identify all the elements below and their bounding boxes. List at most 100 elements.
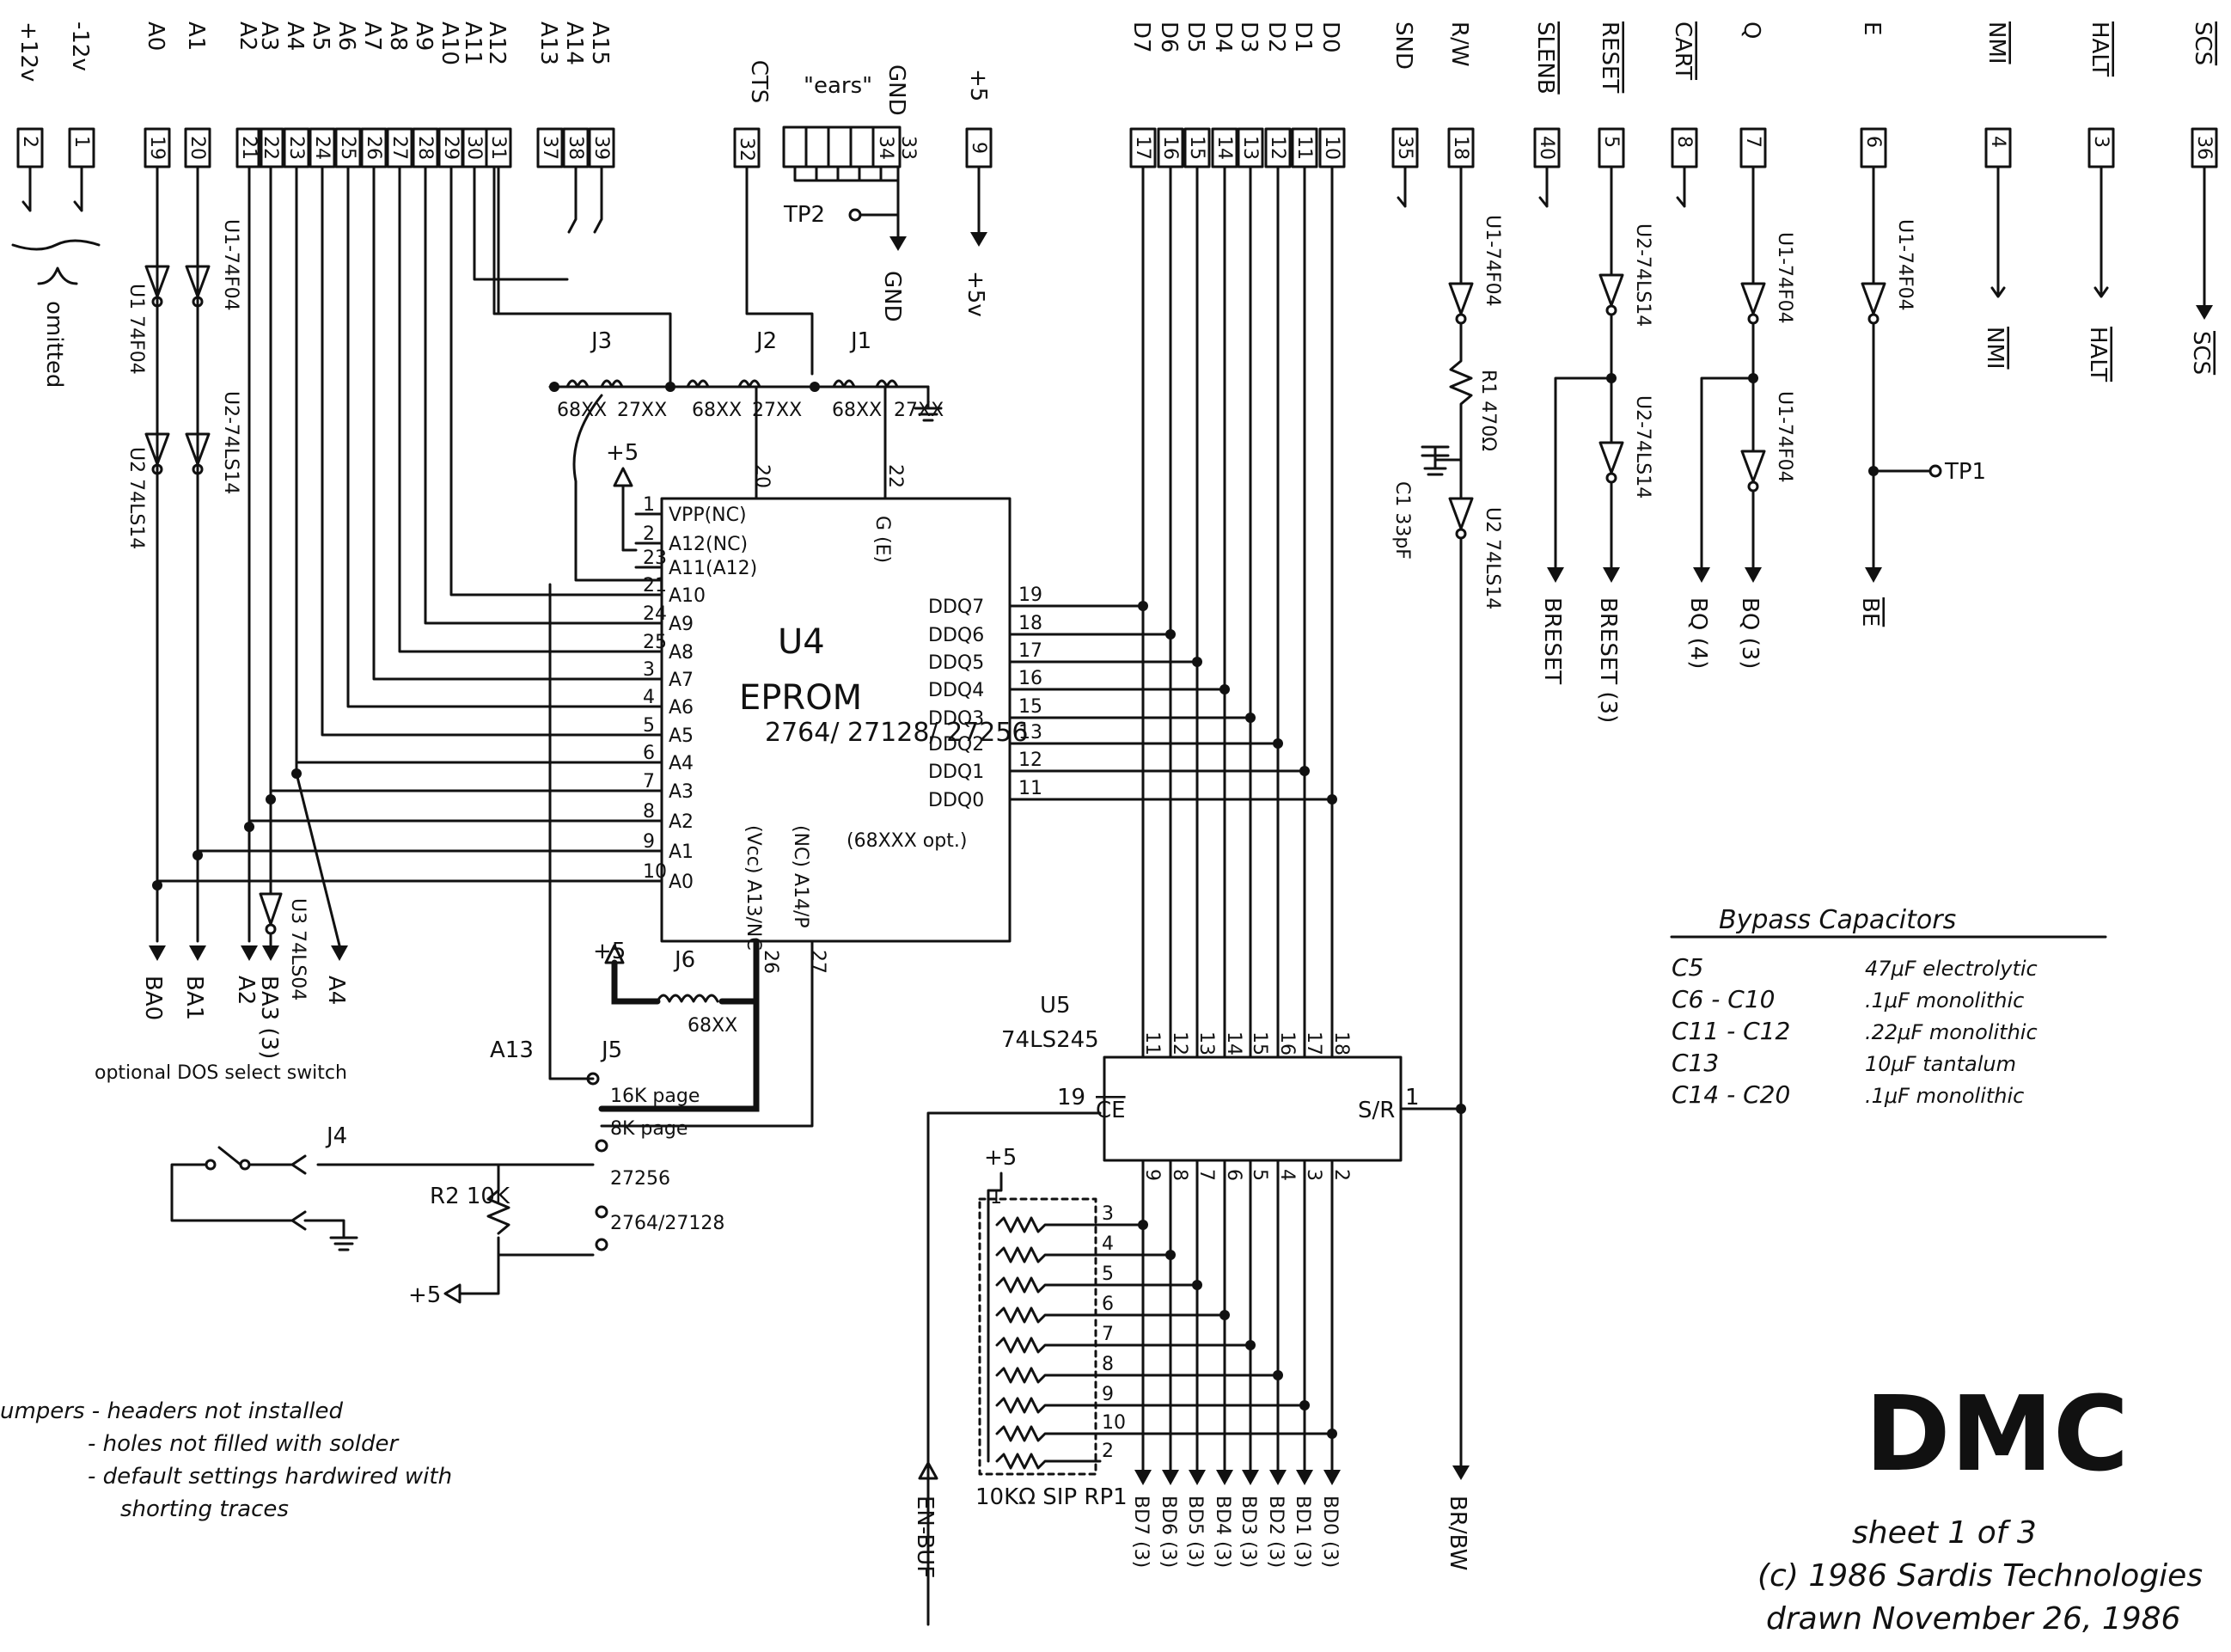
eprom-right-pins: DDQ719DDQ618DDQ517DDQ416DDQ315DDQ213DDQ1… — [928, 584, 1042, 811]
data-pin-d5-number: 15 — [1186, 136, 1207, 160]
addr-pin-a6-number: 25 — [337, 136, 358, 160]
ctrl-pin-q-label: Q — [1739, 21, 1764, 39]
eprom-pinname-11: A2 — [669, 811, 694, 833]
svg-text:"ears": "ears" — [804, 73, 872, 99]
svg-text:27256: 27256 — [610, 1168, 670, 1190]
u5-bot-pin-7: 7 — [1195, 1169, 1217, 1181]
ctrl-pin-snd-number: 35 — [1394, 136, 1415, 160]
svg-text:+5v: +5v — [963, 271, 988, 317]
svg-text:+5: +5 — [408, 1282, 441, 1308]
bd-label-0: BD7 (3) — [1130, 1496, 1152, 1568]
svg-text:U2-74LS14: U2-74LS14 — [1632, 395, 1653, 499]
ctrl-pin-r-w-label: R/W — [1446, 21, 1472, 67]
title-dmc: DMC — [1865, 1375, 2129, 1495]
eprom-dq-pin-16: 16 — [1018, 668, 1042, 689]
data-pin-d0-number: 10 — [1321, 136, 1342, 160]
addr-pin-a8-number: 27 — [388, 136, 410, 160]
ctrl-pin-halt-number: 3 — [2090, 136, 2112, 148]
bd-outputs: BD7 (3)BD6 (3)BD5 (3)BD4 (3)BD3 (3)BD2 (… — [1130, 1470, 1341, 1568]
svg-text:+5: +5 — [965, 69, 991, 101]
svg-text:BQ (3): BQ (3) — [1737, 597, 1763, 669]
bd-label-5: BD2 (3) — [1265, 1496, 1287, 1568]
eprom-pin-10: 10 — [643, 861, 667, 883]
u5-top-pin-14: 14 — [1223, 1031, 1244, 1055]
eprom-pinname-3: A10 — [669, 585, 706, 607]
u5-bot-pin-3: 3 — [1303, 1169, 1324, 1181]
eprom-pinname-5: A8 — [669, 642, 694, 664]
svg-text:EN-BUF: EN-BUF — [912, 1496, 938, 1578]
svg-text:U1-74F04: U1-74F04 — [1774, 232, 1795, 324]
svg-text:68XX: 68XX — [688, 1015, 737, 1037]
svg-text:U3 74LS04: U3 74LS04 — [287, 898, 309, 1000]
svg-text:GND: GND — [883, 64, 909, 116]
addr-pin-a15-label: A15 — [587, 21, 613, 65]
addr-pin-a9-number: 28 — [414, 136, 436, 160]
q-chain: U1-74F04 U1-74F04 BQ (4) BQ (3) — [1685, 165, 1795, 669]
svg-text:U1-74F04: U1-74F04 — [1482, 215, 1503, 307]
ctrl-pin-snd: SND 35 — [1391, 21, 1419, 168]
eprom-pin-6: 6 — [643, 743, 655, 764]
rp1-pin-6: 9 — [1102, 1384, 1114, 1405]
plus5-pin: +5 9 +5v — [963, 69, 993, 317]
bypass-ref-4: C14 - C20 — [1672, 1080, 1790, 1109]
eprom-dq-pin-17: 17 — [1018, 640, 1042, 662]
eprom-pinname-6: A7 — [669, 670, 694, 691]
addr-pin-a3-label: A3 — [256, 21, 282, 51]
ctrl-pin-snd-label: SND — [1391, 21, 1416, 70]
u5-bot-pin-8: 8 — [1169, 1169, 1190, 1181]
bd-label-2: BD5 (3) — [1184, 1496, 1206, 1568]
svg-text:2764/ 27128/ 27256: 2764/ 27128/ 27256 — [765, 718, 1029, 748]
ctrl-pin-r-w-number: 18 — [1450, 136, 1471, 160]
bypass-val-0: 47μF electrolytic — [1865, 957, 2038, 981]
eprom-dq-2: DDQ5 — [928, 652, 984, 674]
svg-text:+5: +5 — [593, 939, 626, 964]
ctrl-pin-reset-number: 5 — [1600, 136, 1622, 148]
svg-text:27: 27 — [807, 950, 828, 974]
eprom-pinname-7: A6 — [669, 697, 694, 719]
svg-text:U5: U5 — [1040, 993, 1071, 1019]
buffer-u5: U5 74LS245 CE 19 S/R 1 EN-BUF — [912, 993, 1466, 1626]
ctrl-pin-cart-number: 8 — [1673, 136, 1695, 148]
addr-pin-a0-label: A0 — [143, 21, 168, 51]
svg-text:U1 74F04: U1 74F04 — [125, 284, 147, 375]
eprom-pinname-8: A5 — [669, 725, 694, 747]
svg-text:NMI: NMI — [1982, 327, 2008, 370]
data-pin-d3-number: 13 — [1239, 136, 1261, 160]
svg-text:19: 19 — [1057, 1085, 1085, 1111]
u5-top-pin-13: 13 — [1195, 1031, 1217, 1055]
data-pin-d7-number: 17 — [1132, 136, 1153, 160]
eprom-dq-pin-19: 19 — [1018, 584, 1042, 606]
data-pin-d3-label: D3 — [1236, 21, 1262, 53]
bd-label-4: BD3 (3) — [1238, 1496, 1259, 1568]
eprom-pinname-9: A4 — [669, 753, 694, 774]
eprom-u4: U4 EPROM 2764/ 27128/ 27256 (68XXX opt.)… — [606, 440, 1029, 974]
eprom-pin-8: 8 — [643, 801, 655, 823]
u5-top-pin-17: 17 — [1303, 1031, 1324, 1055]
svg-text:27XX: 27XX — [894, 400, 944, 421]
eprom-pin-25: 25 — [643, 632, 667, 653]
svg-text:BA1: BA1 — [181, 976, 207, 1020]
svg-text:8K page: 8K page — [610, 1118, 688, 1140]
svg-text:68XX: 68XX — [557, 400, 607, 421]
svg-text:U2-74LS14: U2-74LS14 — [1632, 223, 1653, 327]
eprom-dq-pin-12: 12 — [1018, 750, 1042, 771]
svg-text:BE: BE — [1857, 597, 1883, 627]
eprom-dq-pin-15: 15 — [1018, 696, 1042, 718]
